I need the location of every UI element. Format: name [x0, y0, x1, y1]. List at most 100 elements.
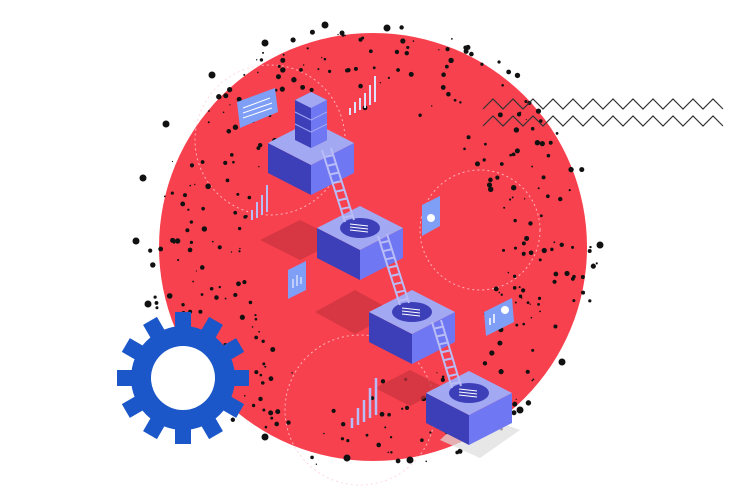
dot: [258, 330, 261, 333]
dot: [457, 448, 463, 454]
dot: [380, 379, 386, 384]
dot: [493, 286, 499, 292]
dot: [572, 299, 576, 303]
dot: [486, 182, 493, 188]
dot: [463, 48, 469, 54]
dashboard-card-icon: [484, 298, 514, 336]
dot: [139, 174, 147, 182]
dot: [535, 108, 542, 114]
dot: [518, 294, 523, 298]
dot: [177, 258, 180, 262]
dot: [247, 195, 252, 200]
dot: [368, 49, 373, 54]
dot: [223, 93, 229, 99]
dot: [482, 158, 486, 162]
dot: [497, 340, 503, 346]
dot: [218, 285, 221, 289]
dot: [180, 201, 186, 207]
dot: [194, 183, 196, 186]
dot: [275, 74, 281, 80]
dot: [261, 433, 269, 441]
dot: [222, 111, 225, 114]
dot: [408, 71, 414, 77]
dot: [182, 193, 187, 198]
dot: [429, 431, 432, 434]
dot: [187, 247, 193, 253]
dot: [571, 245, 575, 249]
ladder-icon: [377, 233, 410, 306]
dot: [441, 72, 446, 78]
dot: [328, 69, 332, 73]
dot: [588, 299, 592, 303]
dot: [525, 369, 530, 374]
dot: [226, 128, 232, 134]
dot: [320, 56, 323, 59]
dot: [236, 96, 242, 102]
dot: [516, 406, 524, 414]
dot: [162, 120, 170, 128]
dot: [568, 166, 574, 173]
dot: [233, 210, 238, 215]
dot: [596, 241, 604, 249]
dot: [526, 301, 530, 305]
dot: [459, 101, 462, 104]
dot: [389, 435, 393, 439]
dot: [512, 286, 517, 290]
dot: [530, 126, 535, 131]
dot: [259, 373, 263, 377]
dot: [344, 34, 346, 37]
dot: [205, 183, 211, 190]
dot: [232, 124, 239, 130]
dot: [365, 433, 369, 437]
dot: [511, 410, 517, 416]
dot: [396, 68, 400, 72]
dot: [260, 381, 265, 385]
dot: [339, 30, 345, 36]
dot: [237, 226, 242, 231]
dot: [589, 245, 592, 249]
dot: [524, 100, 528, 104]
dot: [581, 290, 586, 295]
dot: [144, 300, 152, 308]
dot: [323, 57, 327, 61]
dot: [345, 68, 350, 73]
dot: [277, 64, 281, 68]
dot: [239, 247, 241, 250]
dot: [511, 152, 516, 157]
dot: [264, 365, 267, 368]
dot: [291, 372, 293, 374]
dot: [406, 45, 410, 50]
dot: [500, 293, 503, 296]
dot: [488, 186, 494, 193]
dot: [538, 119, 543, 123]
dot: [444, 64, 449, 69]
dot: [558, 358, 566, 366]
dot: [445, 47, 450, 52]
dot: [383, 24, 391, 32]
dot: [469, 51, 474, 57]
bar-chart-icon: [350, 378, 378, 428]
dot: [379, 82, 382, 84]
dot: [343, 454, 351, 462]
dot: [279, 86, 285, 92]
dot: [258, 166, 260, 168]
dot: [331, 408, 336, 413]
dot: [243, 394, 246, 397]
dot: [568, 189, 571, 192]
dot: [541, 247, 547, 254]
dot: [538, 258, 542, 262]
dot: [387, 412, 391, 417]
dot: [201, 226, 208, 232]
dot: [132, 237, 140, 245]
dot: [564, 270, 570, 277]
dot: [531, 348, 535, 352]
dot: [448, 57, 454, 64]
dot: [436, 372, 438, 374]
dot: [406, 456, 414, 464]
dot: [346, 439, 350, 443]
dot: [195, 270, 197, 272]
dot: [309, 87, 314, 93]
dot: [358, 83, 363, 89]
dot: [189, 184, 192, 187]
dot: [201, 206, 205, 211]
